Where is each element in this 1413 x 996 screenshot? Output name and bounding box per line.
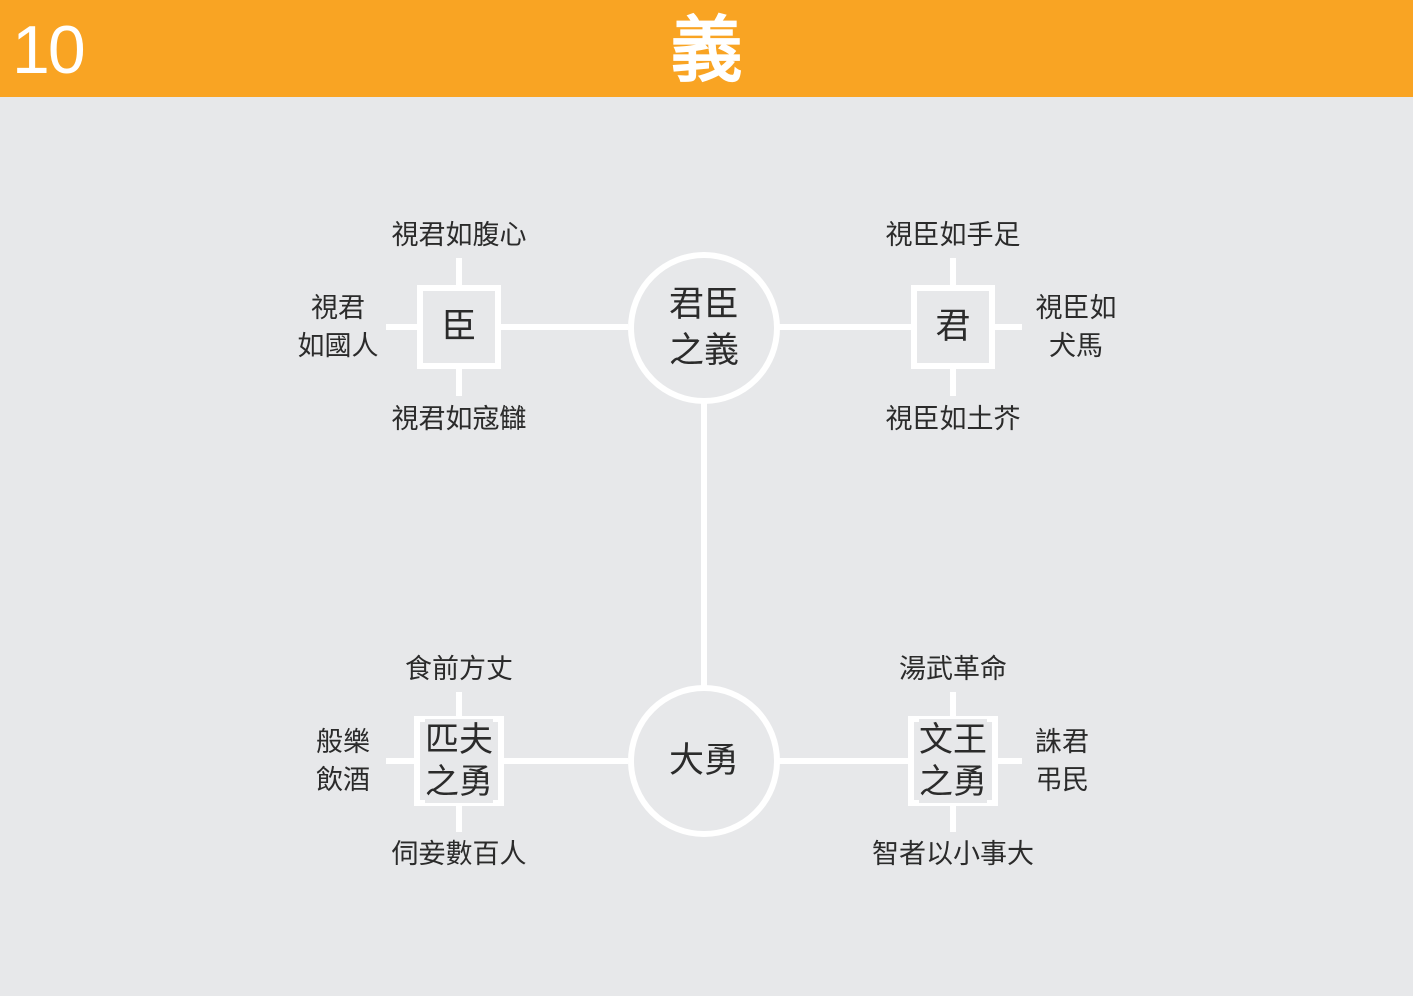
node-king-wen-courage-line1: 文王: [919, 719, 987, 761]
label-top-right-bottom: 視臣如土芥: [885, 404, 1021, 435]
label-top-right-side: 視臣如 犬馬: [1026, 290, 1126, 366]
label-top-right-side-line2: 犬馬: [1049, 331, 1103, 362]
label-bottom-right-side: 誅君 弔民: [1012, 724, 1112, 800]
page-title: 義: [670, 8, 743, 92]
node-petty-courage: 匹夫 之勇: [414, 716, 504, 806]
label-top-left-top: 視君如腹心: [391, 220, 527, 251]
center-node-line2: 之義: [668, 331, 739, 371]
label-bottom-left-side: 般樂 飲酒: [293, 724, 393, 800]
node-king-wen-courage: 文王 之勇: [908, 716, 998, 806]
label-top-left-bottom: 視君如寇讎: [391, 404, 527, 435]
node-petty-courage-line1: 匹夫: [425, 719, 493, 761]
label-bottom-left-side-line1: 般樂: [316, 727, 370, 758]
label-bottom-left-top: 食前方丈: [405, 654, 513, 685]
label-bottom-right-side-line2: 弔民: [1035, 765, 1089, 796]
center-node-great-courage: 大勇: [628, 685, 780, 837]
label-bottom-right-bottom: 智者以小事大: [872, 839, 1034, 870]
chapter-number: 10: [12, 12, 86, 88]
node-king-wen-courage-line2: 之勇: [919, 761, 987, 803]
label-bottom-right-top: 湯武革命: [899, 654, 1007, 685]
label-top-left-side-line1: 視君: [311, 293, 365, 324]
center-node-label: 大勇: [668, 741, 739, 781]
label-bottom-left-bottom: 伺妾數百人: [391, 839, 527, 870]
node-minister: 臣: [417, 285, 501, 369]
label-top-left-side: 視君 如國人: [288, 290, 388, 366]
label-bottom-left-side-line2: 飲酒: [316, 765, 370, 796]
label-bottom-right-side-line1: 誅君: [1035, 727, 1089, 758]
node-ruler-label: 君: [935, 307, 971, 347]
label-top-right-side-line1: 視臣如: [1035, 293, 1117, 324]
node-minister-label: 臣: [441, 307, 477, 347]
label-top-right-top: 視臣如手足: [885, 220, 1021, 251]
label-top-left-side-line2: 如國人: [297, 331, 379, 362]
node-petty-courage-line2: 之勇: [425, 761, 493, 803]
header-bar: 10 義: [0, 0, 1413, 97]
node-ruler: 君: [911, 285, 995, 369]
center-node-line1: 君臣: [668, 285, 739, 325]
center-node-ruler-minister: 君臣 之義: [628, 252, 780, 404]
